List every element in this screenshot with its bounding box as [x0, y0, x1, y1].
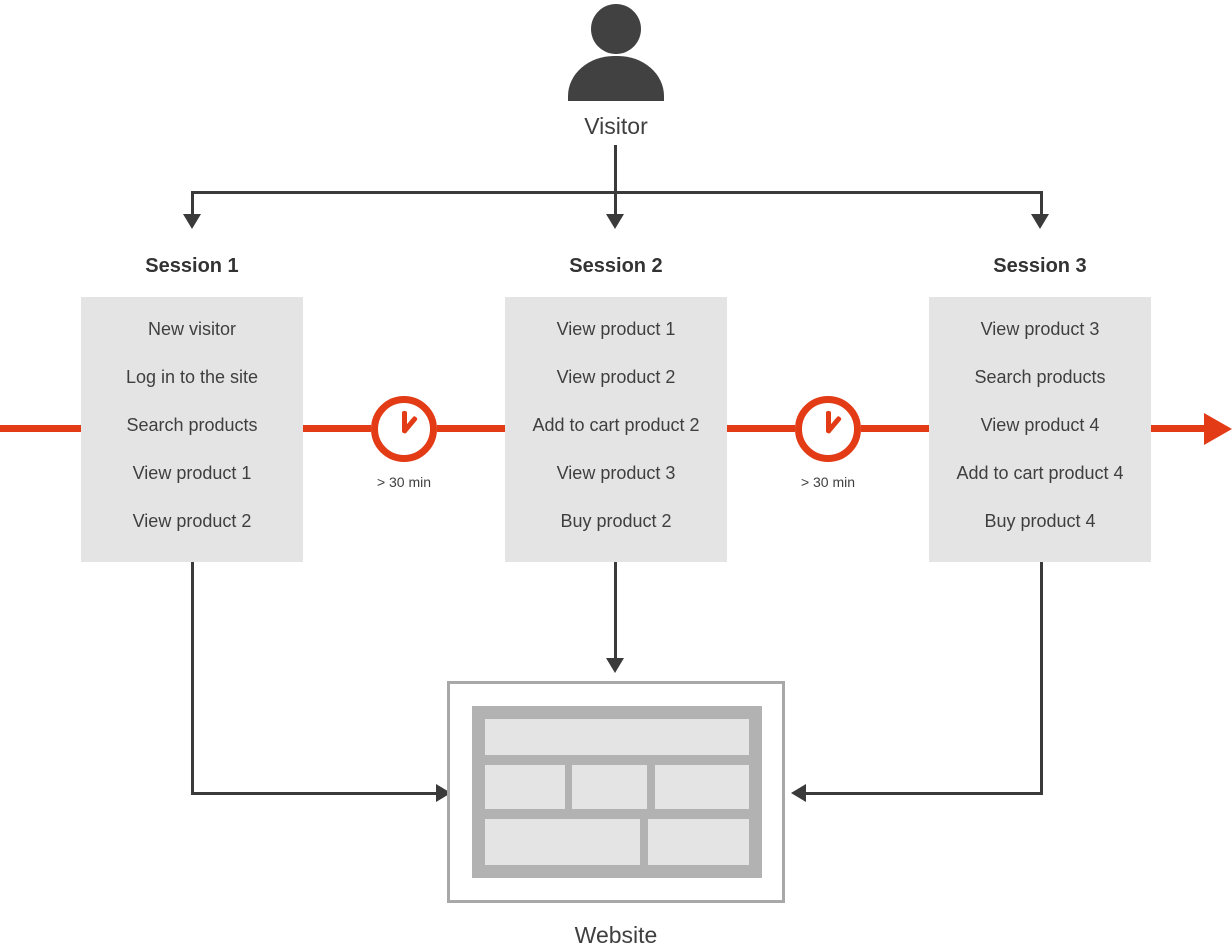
session-item: Add to cart product 4 [956, 463, 1124, 483]
session-item: Log in to the site [125, 367, 259, 387]
session-item: Buy product 4 [984, 511, 1096, 531]
person-body-shape [568, 56, 664, 101]
session-item: View product 1 [132, 463, 252, 483]
website-block-row3-right [648, 819, 749, 865]
session-item: View product 1 [556, 319, 676, 339]
arrowhead-to-session-2 [606, 214, 624, 229]
person-head-shape [591, 4, 641, 54]
session-item: View product 2 [556, 367, 676, 387]
session-item: Search products [126, 415, 258, 435]
session-item: View product 3 [556, 463, 676, 483]
website-block-row2-right [655, 765, 749, 809]
clock-minute-hand [826, 411, 831, 433]
session-item: View product 3 [980, 319, 1100, 339]
timeline-segment-right [1151, 425, 1210, 432]
clock-icon [371, 396, 437, 462]
website-panel [472, 706, 762, 878]
clock-minute-hand [402, 411, 407, 433]
connector-visitor-trunk [614, 145, 617, 193]
session-title-2: Session 2 [569, 255, 663, 277]
timeline-segment-gap1-to-session2 [437, 425, 505, 432]
website-block-header [485, 719, 749, 755]
session-box-1: New visitor Log in to the site Search pr… [81, 297, 303, 562]
session-items-3: View product 3 Search products View prod… [929, 317, 1151, 557]
timeline-segment-session2-to-gap2 [727, 425, 795, 432]
connector-branch-session-3 [1040, 191, 1043, 216]
website-layout-icon [447, 681, 785, 903]
timeline-segment-gap2-to-session3 [861, 425, 929, 432]
arrowhead-session3-to-website [791, 784, 806, 802]
session-box-2: View product 1 View product 2 Add to car… [505, 297, 727, 562]
connector-session1-to-website [191, 792, 438, 795]
session-item: Search products [974, 367, 1106, 387]
person-icon [568, 4, 664, 101]
session-title-1: Session 1 [145, 255, 239, 277]
gap-label-2: > 30 min [800, 474, 856, 490]
website-label: Website [574, 922, 658, 948]
session-items-1: New visitor Log in to the site Search pr… [81, 317, 303, 557]
connector-branch-session-1 [191, 191, 194, 216]
website-block-row2-middle [572, 765, 647, 809]
arrowhead-session2-to-website [606, 658, 624, 673]
website-block-row2-left [485, 765, 565, 809]
website-block-row3-left [485, 819, 640, 865]
timeline-segment-left [0, 425, 81, 432]
connector-session1-down [191, 562, 194, 794]
gap-label-1: > 30 min [376, 474, 432, 490]
session-title-3: Session 3 [993, 255, 1087, 277]
connector-session3-to-website [795, 792, 1043, 795]
session-item: View product 2 [132, 511, 252, 531]
clock-icon [795, 396, 861, 462]
connector-session3-down [1040, 562, 1043, 794]
timeline-arrowhead-icon [1204, 413, 1232, 445]
session-item: Add to cart product 2 [532, 415, 700, 435]
connector-session2-to-website [614, 562, 617, 662]
session-items-2: View product 1 View product 2 Add to car… [505, 317, 727, 557]
session-box-3: View product 3 Search products View prod… [929, 297, 1151, 562]
connector-branch-session-2 [614, 191, 617, 216]
session-item: View product 4 [980, 415, 1100, 435]
timeline-segment-session1-to-gap1 [303, 425, 371, 432]
arrowhead-to-session-3 [1031, 214, 1049, 229]
arrowhead-to-session-1 [183, 214, 201, 229]
session-item: Buy product 2 [560, 511, 672, 531]
session-item: New visitor [147, 319, 236, 339]
visitor-label: Visitor [584, 113, 648, 139]
